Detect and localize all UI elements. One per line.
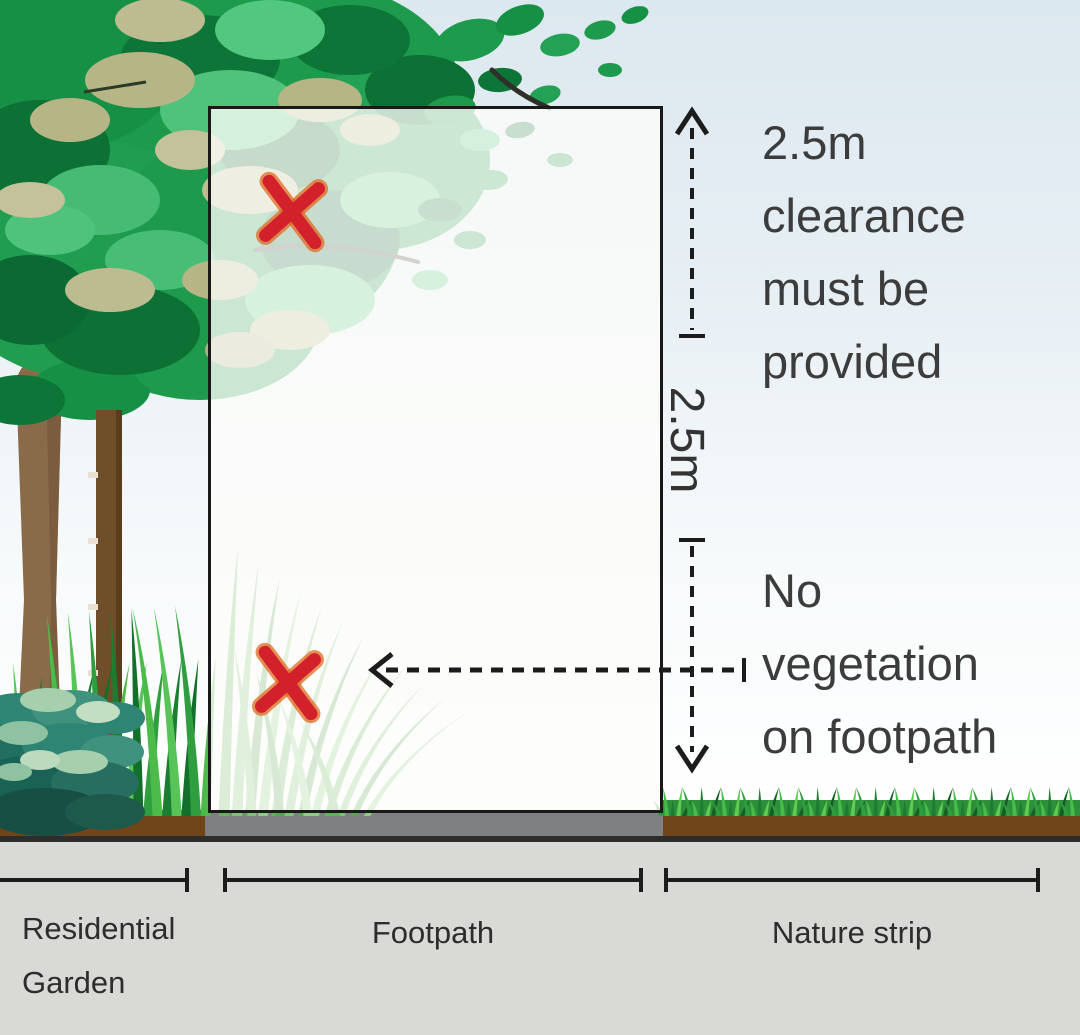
residential-garden-label: Residential Garden xyxy=(22,911,176,1000)
nature-strip-label: Nature strip xyxy=(771,915,933,950)
clearance-dimension-label: 2.5m xyxy=(660,386,713,494)
nature-strip-grass xyxy=(653,787,1075,816)
garden-bush xyxy=(0,688,145,836)
clearance-zone-box xyxy=(208,106,663,813)
zone-dimension-lines xyxy=(0,868,1040,892)
footpath-label: Footpath xyxy=(371,915,495,950)
tree-branch-small xyxy=(83,80,147,94)
zone-label-panel: Residential Garden Footpath Nature strip xyxy=(0,842,1080,1035)
kerb-line xyxy=(0,836,1080,842)
tree-branch xyxy=(489,67,552,111)
clearance-note: 2.5m clearance must be provided xyxy=(762,116,966,388)
no-vegetation-note: No vegetation on footpath xyxy=(762,564,998,763)
footpath-surface xyxy=(205,812,663,838)
